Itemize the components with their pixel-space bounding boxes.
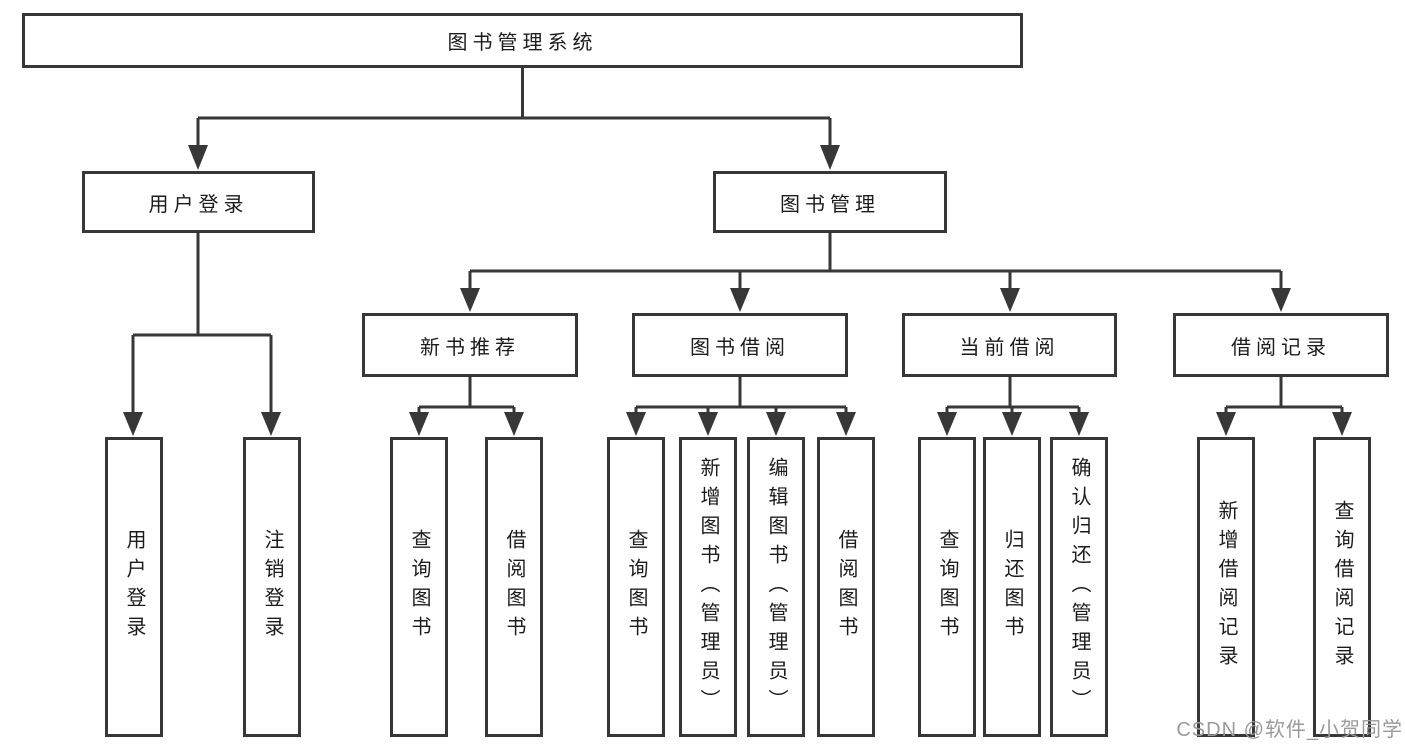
leaf-edit-books-admin: 编辑图书（管理员） [747, 437, 805, 737]
node-label: 借阅记录 [1231, 336, 1331, 359]
leaf-user-login: 用户登录 [105, 437, 163, 737]
leaf-label: 新增图书（管理员） [697, 456, 719, 718]
leaf-borrow-books-recommend: 借阅图书 [485, 437, 543, 737]
node-label: 图书借阅 [690, 336, 790, 359]
node-new-book-recommend: 新书推荐 [362, 313, 578, 377]
node-library-management-system: 图书管理系统 [22, 13, 1023, 68]
leaf-label: 查询图书 [408, 529, 430, 645]
leaf-query-books-borrow: 查询图书 [607, 437, 665, 737]
leaf-label: 用户登录 [123, 529, 145, 645]
leaf-query-borrow-record: 查询借阅记录 [1313, 437, 1371, 737]
node-user-login: 用户登录 [82, 171, 315, 233]
leaf-label: 借阅图书 [835, 529, 857, 645]
node-label: 当前借阅 [959, 336, 1060, 359]
leaf-borrow-books: 借阅图书 [817, 437, 875, 737]
leaf-label: 注销登录 [261, 529, 283, 645]
leaf-return-books: 归还图书 [983, 437, 1041, 737]
node-label: 新书推荐 [420, 336, 520, 359]
leaf-add-borrow-record: 新增借阅记录 [1197, 437, 1255, 737]
node-book-management: 图书管理 [713, 171, 947, 233]
leaf-query-books-current: 查询图书 [918, 437, 976, 737]
leaf-add-books-admin: 新增图书（管理员） [679, 437, 737, 737]
leaf-label: 查询图书 [625, 529, 647, 645]
leaf-label: 编辑图书（管理员） [765, 456, 787, 718]
node-current-borrowing: 当前借阅 [902, 313, 1117, 377]
node-label: 图书管理 [780, 193, 880, 216]
leaf-label: 归还图书 [1001, 529, 1023, 645]
leaf-confirm-return-admin: 确认归还（管理员） [1050, 437, 1108, 737]
node-book-borrowing: 图书借阅 [632, 313, 848, 377]
leaf-label: 新增借阅记录 [1215, 500, 1237, 674]
leaf-label: 确认归还（管理员） [1068, 456, 1090, 718]
node-label: 图书管理系统 [447, 32, 598, 54]
leaf-label: 查询借阅记录 [1331, 500, 1353, 674]
node-borrowing-records: 借阅记录 [1173, 313, 1389, 377]
leaf-label: 查询图书 [936, 529, 958, 645]
node-label: 用户登录 [148, 193, 249, 216]
csdn-watermark: CSDN @软件_小贺同学 [1176, 719, 1403, 741]
leaf-label: 借阅图书 [503, 529, 525, 645]
leaf-query-books-recommend: 查询图书 [390, 437, 448, 737]
leaf-logout: 注销登录 [243, 437, 301, 737]
